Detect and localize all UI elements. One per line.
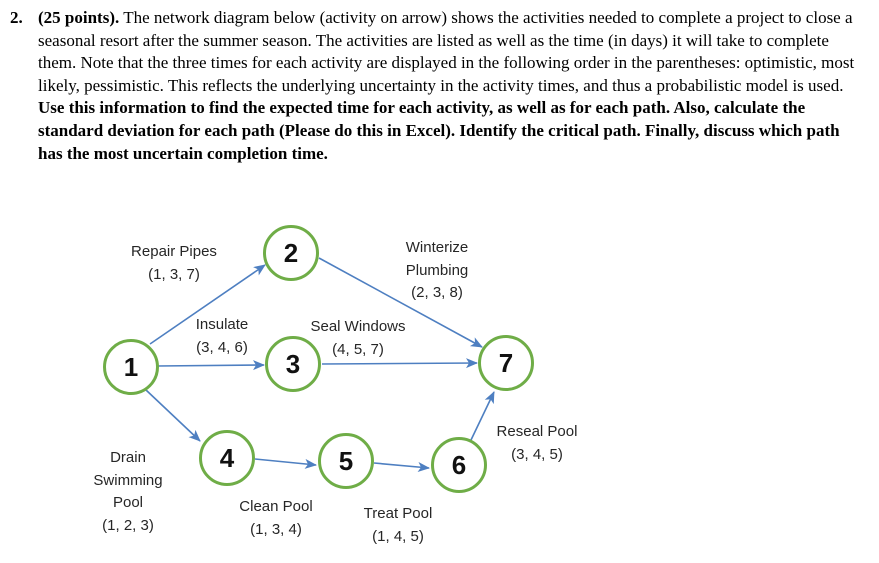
activity-name: Plumbing — [405, 261, 469, 279]
node-5: 5 — [318, 433, 374, 489]
activity-name: Winterize — [405, 239, 469, 256]
activity-name: Clean Pool — [239, 498, 313, 515]
activity-times: (3, 4, 6) — [196, 338, 248, 356]
activity-name: Seal Windows — [310, 318, 406, 335]
problem-points: (25 points). — [38, 8, 120, 27]
activity-name: Swimming — [93, 471, 163, 489]
arrow-clean-pool-4-5 — [254, 458, 317, 469]
activity-times: (1, 3, 7) — [148, 265, 200, 283]
node-2: 2 — [263, 225, 319, 281]
arrow-seal-windows-3-7 — [321, 358, 478, 369]
activity-label-seal-windows: Seal Windows (4, 5, 7) — [310, 316, 405, 361]
arrow-treat-pool-5-6 — [373, 462, 430, 472]
node-1-label: 1 — [123, 351, 139, 382]
activity-times: (3, 4, 5) — [511, 445, 563, 463]
arrow-drain-pool-1-4 — [145, 389, 201, 442]
node-2-label: 2 — [283, 237, 299, 268]
activity-label-treat-pool: Treat Pool (1, 4, 5) — [364, 503, 433, 548]
activity-name: Drain — [110, 449, 146, 466]
problem-number: 2. — [10, 8, 23, 27]
activity-label-repair-pipes: Repair Pipes (1, 3, 7) — [131, 241, 217, 286]
problem-body: The network diagram below (activity on a… — [38, 8, 855, 95]
node-4: 4 — [199, 430, 255, 486]
arrow-insulate-1-3 — [156, 360, 265, 371]
activity-times: (1, 3, 4) — [250, 520, 302, 538]
node-6-label: 6 — [451, 449, 467, 480]
node-7: 7 — [478, 335, 534, 391]
arrow-repair-pipes-1-2 — [149, 264, 266, 345]
activity-name: Treat Pool — [363, 505, 433, 522]
node-3: 3 — [265, 336, 321, 392]
activity-label-reseal-pool: Reseal Pool (3, 4, 5) — [497, 421, 578, 466]
activity-name: Pool — [112, 494, 144, 511]
problem-text: (25 points). The network diagram below (… — [38, 7, 868, 165]
activity-label-winterize-plumbing: Winterize Plumbing (2, 3, 8) — [406, 237, 469, 305]
activity-name: Repair Pipes — [131, 243, 217, 260]
node-4-label: 4 — [219, 442, 235, 473]
activity-times: (1, 2, 3) — [102, 516, 154, 534]
node-5-label: 5 — [338, 445, 354, 476]
arrow-reseal-pool-6-7 — [470, 391, 495, 441]
activity-times: (2, 3, 8) — [411, 284, 463, 301]
node-7-label: 7 — [498, 347, 514, 378]
activity-label-insulate: Insulate (3, 4, 6) — [196, 314, 249, 359]
activity-name: Insulate — [195, 316, 249, 333]
activity-times: (1, 4, 5) — [372, 527, 424, 545]
node-1: 1 — [103, 339, 159, 395]
activity-label-clean-pool: Clean Pool (1, 3, 4) — [239, 496, 312, 541]
problem-statement: 2. (25 points). The network diagram belo… — [10, 7, 868, 165]
node-6: 6 — [431, 437, 487, 493]
node-3-label: 3 — [285, 348, 301, 379]
activity-name: Reseal Pool — [496, 423, 578, 440]
activity-label-drain-swimming-pool: Drain Swimming Pool (1, 2, 3) — [93, 447, 162, 537]
arrow-winterize-plumbing-2-7 — [318, 257, 483, 348]
activity-times: (4, 5, 7) — [332, 340, 384, 358]
problem-task: Use this information to find the expecte… — [38, 98, 840, 163]
